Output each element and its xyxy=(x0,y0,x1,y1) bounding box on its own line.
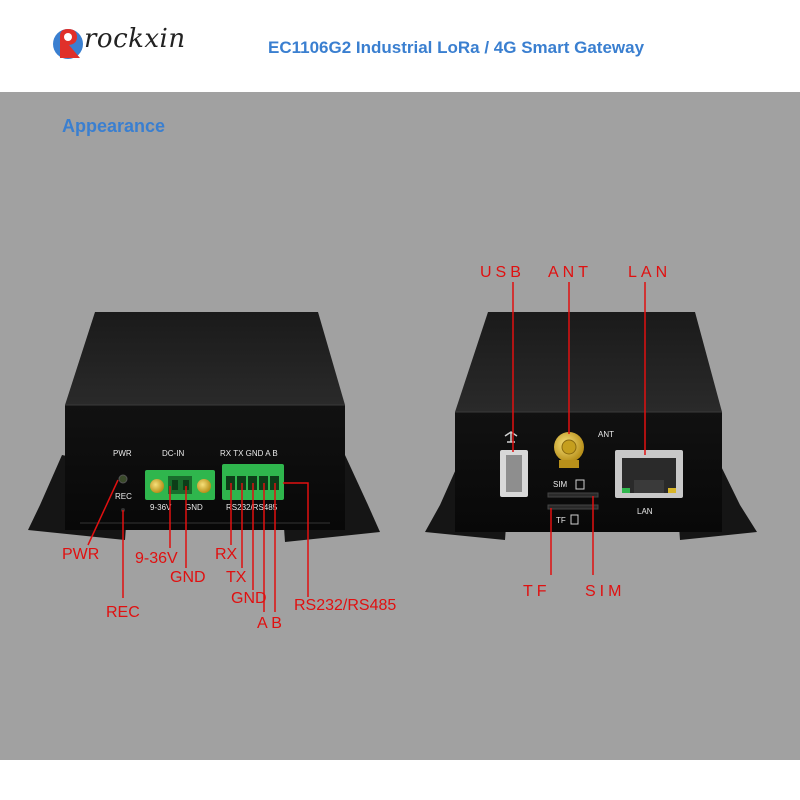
footer-bar xyxy=(0,760,800,800)
antenna-connector-icon xyxy=(554,432,584,468)
serial-pins-panel-label: RX TX GND A B xyxy=(220,449,278,458)
callout-gnd-serial: GND xyxy=(231,590,267,607)
tf-slot xyxy=(547,504,599,510)
brand-logo-icon xyxy=(53,29,83,59)
header-bar: rockxin EC1106G2 Industrial LoRa / 4G Sm… xyxy=(0,0,800,92)
rear-device-top xyxy=(455,312,722,412)
section-title: Appearance xyxy=(62,116,166,136)
callout-serial: RS232/RS485 xyxy=(294,597,396,614)
sim-card-icon xyxy=(575,479,585,490)
front-panel xyxy=(65,405,345,530)
front-device-top xyxy=(65,312,345,405)
page-title: EC1106G2 Industrial LoRa / 4G Smart Gate… xyxy=(268,38,645,57)
callout-rec: REC xyxy=(106,604,140,621)
callout-rx: RX xyxy=(215,546,238,563)
front-device: PWR REC DC-IN 9-36V GND RX TX GND A B RS… xyxy=(28,312,380,542)
usb-port-icon xyxy=(500,431,528,497)
tf-panel-label: TF xyxy=(556,516,566,525)
callout-ant: ANT xyxy=(548,264,592,281)
callout-tf: TF xyxy=(523,583,551,600)
front-callout-lines xyxy=(87,479,309,612)
rear-callout-lines xyxy=(512,282,646,575)
sim-panel-label: SIM xyxy=(553,480,568,489)
pwr-panel-label: PWR xyxy=(113,449,132,458)
gnd-panel-label: GND xyxy=(185,503,203,512)
callout-sim: SIM xyxy=(585,583,625,600)
serial-mode-panel-label: RS232/RS485 xyxy=(226,503,278,512)
callout-usb: USB xyxy=(480,264,525,281)
lan-panel-label: LAN xyxy=(637,507,653,516)
pwr-led-icon xyxy=(118,474,128,484)
rec-panel-label: REC xyxy=(115,492,132,501)
lan-port-icon xyxy=(615,450,683,498)
dc-terminal-icon xyxy=(145,470,215,500)
callout-tx: TX xyxy=(226,569,247,586)
callout-pwr: PWR xyxy=(62,546,99,563)
dc-in-panel-label: DC-IN xyxy=(162,449,184,458)
voltage-panel-label: 9-36V xyxy=(150,503,172,512)
callout-voltage: 9-36V xyxy=(135,550,178,567)
callout-lan: LAN xyxy=(628,264,671,281)
ant-panel-label: ANT xyxy=(598,430,614,439)
tf-card-icon xyxy=(570,514,579,525)
callout-ab: A B xyxy=(257,615,282,632)
callout-gnd-power: GND xyxy=(170,569,206,586)
rear-device: ANT SIM TF LAN xyxy=(425,312,757,540)
brand-name: rockxin xyxy=(84,24,186,54)
sim-slot xyxy=(547,492,599,498)
